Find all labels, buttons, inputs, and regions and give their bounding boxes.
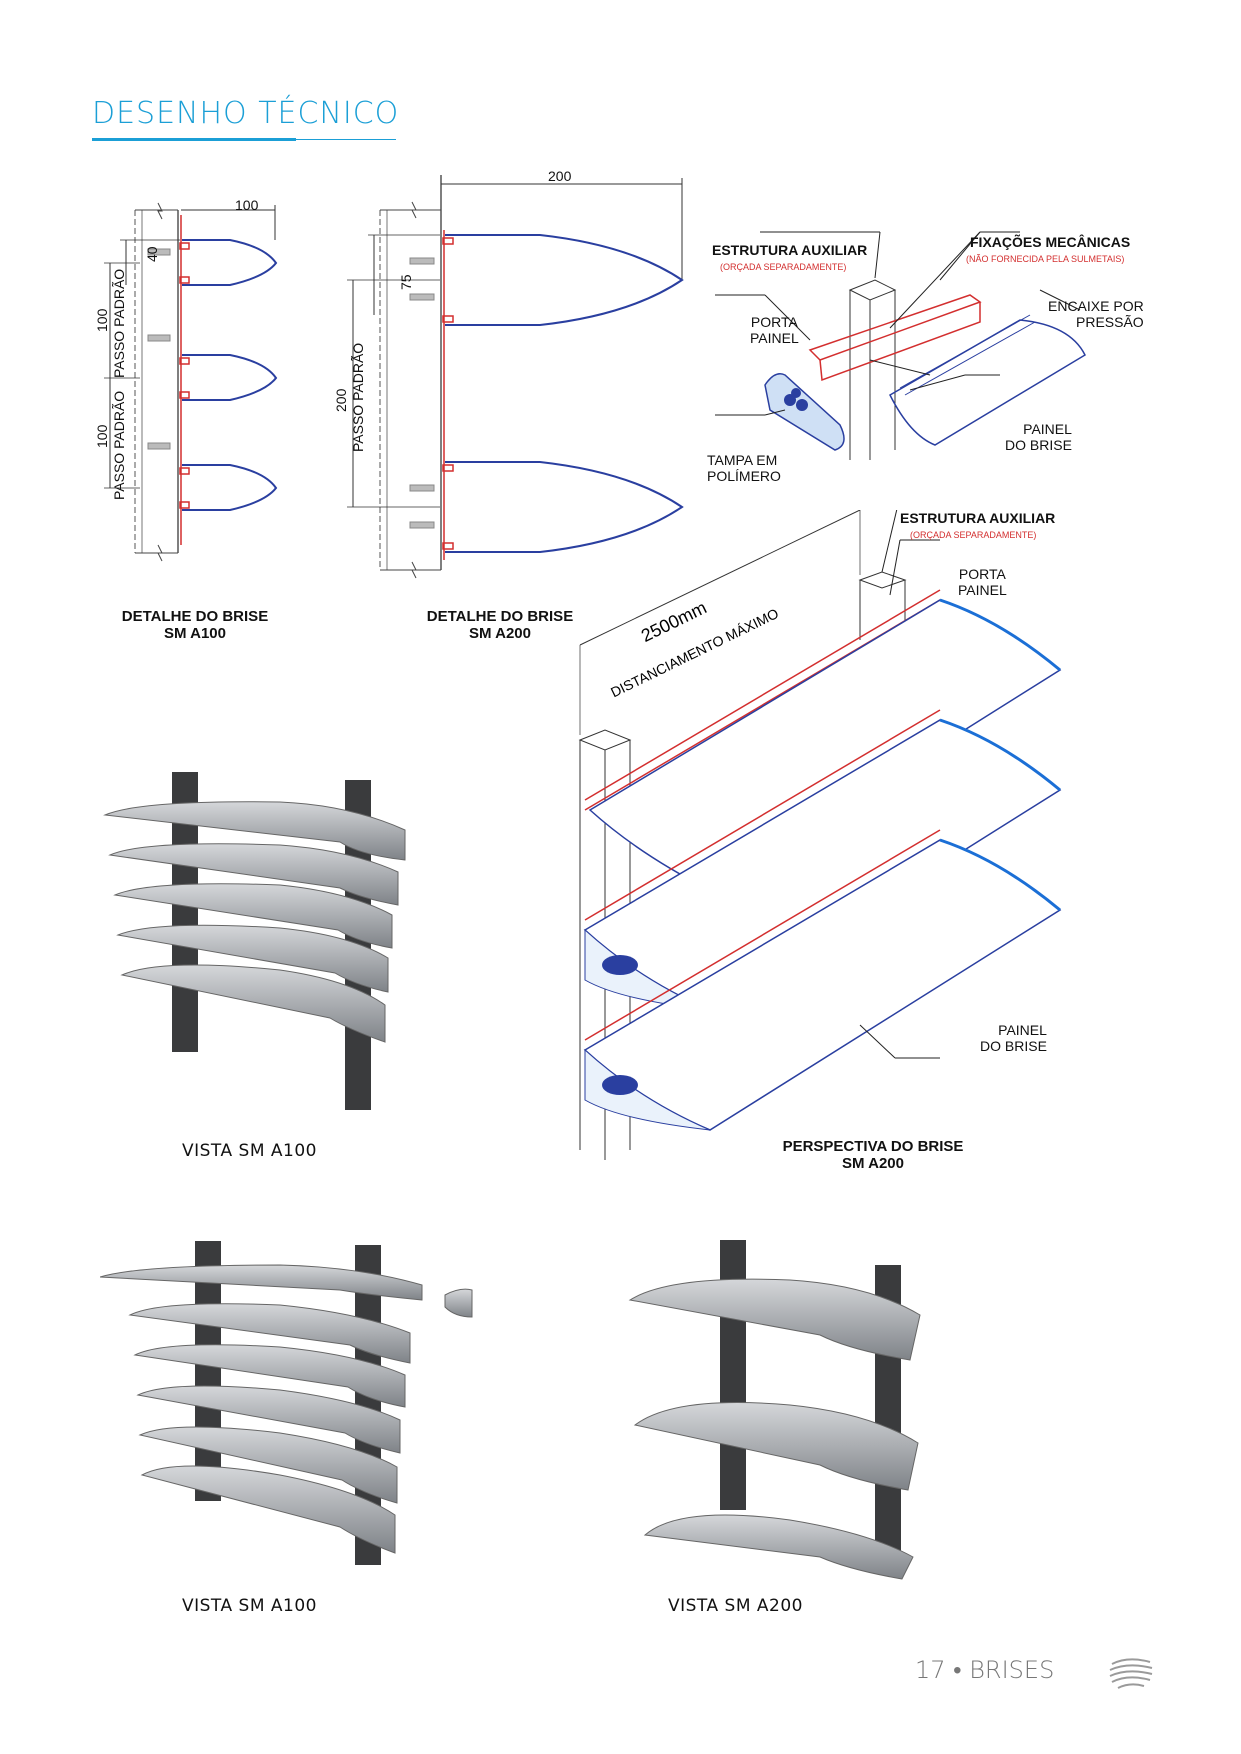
wave-sphere-icon bbox=[1109, 1658, 1153, 1689]
view-a100-caption-1: VISTA SM A100 bbox=[182, 1141, 317, 1161]
exploded-estrutura-label: ESTRUTURA AUXILIAR bbox=[712, 242, 868, 258]
exploded-estrutura-note: (ORÇADA SEPARADAMENTE) bbox=[720, 262, 847, 272]
title-underline-thin bbox=[296, 139, 396, 140]
render-view-a100-1 bbox=[103, 772, 406, 1110]
a200-pitch-value: 200 bbox=[333, 388, 349, 412]
a100-pitch-value-1: 100 bbox=[94, 308, 110, 332]
view-a200-caption: VISTA SM A200 bbox=[668, 1596, 803, 1616]
detail-a200-drawing bbox=[347, 175, 684, 579]
a100-pitch-label-1: PASSO PADRÃO bbox=[111, 268, 127, 378]
exploded-fixacoes-note: (NÃO FORNECIDA PELA SULMETAIS) bbox=[966, 254, 1125, 264]
perspective-estrutura-label: ESTRUTURA AUXILIAR bbox=[900, 510, 1056, 526]
a100-pitch-value-2: 100 bbox=[94, 424, 110, 448]
perspective-drawing bbox=[578, 510, 1062, 1160]
perspective-porta-painel-label: PORTA PAINEL bbox=[958, 566, 1007, 598]
title-underline bbox=[92, 138, 296, 141]
page-footer: 17 • BRISES bbox=[915, 1656, 1055, 1684]
exploded-tampa-label: TAMPA EM POLÍMERO bbox=[707, 452, 781, 484]
a100-detail-caption: DETALHE DO BRISE SM A100 bbox=[121, 608, 269, 642]
detail-a100-drawing bbox=[104, 202, 278, 562]
exploded-fixacoes-label: FIXAÇÕES MECÂNICAS bbox=[970, 234, 1131, 250]
exploded-porta-painel-label: PORTA PAINEL bbox=[750, 314, 799, 346]
a200-width-dim: 200 bbox=[548, 168, 572, 184]
perspective-estrutura-note: (ORÇADA SEPARADAMENTE) bbox=[910, 530, 1037, 540]
a100-fixing-dim: 40 bbox=[144, 246, 160, 262]
render-view-a100-2 bbox=[100, 1241, 473, 1565]
exploded-encaixe-label: ENCAIXE POR PRESSÃO bbox=[1048, 298, 1144, 330]
perspective-painel-label: PAINEL DO BRISE bbox=[980, 1022, 1047, 1054]
exploded-assembly-drawing bbox=[715, 231, 1086, 460]
a100-pitch-label-2: PASSO PADRÃO bbox=[111, 390, 127, 500]
a200-fixing-dim: 75 bbox=[398, 274, 414, 290]
a100-width-dim: 100 bbox=[235, 197, 259, 213]
exploded-painel-label: PAINEL DO BRISE bbox=[1005, 421, 1072, 453]
perspective-caption: PERSPECTIVA DO BRISE SM A200 bbox=[782, 1138, 964, 1172]
page-title: DESENHO TÉCNICO bbox=[92, 96, 400, 131]
a200-detail-caption: DETALHE DO BRISE SM A200 bbox=[426, 608, 574, 642]
a200-pitch-label: PASSO PADRÃO bbox=[350, 342, 366, 452]
render-view-a200 bbox=[628, 1240, 921, 1580]
view-a100-caption-2: VISTA SM A100 bbox=[182, 1596, 317, 1616]
